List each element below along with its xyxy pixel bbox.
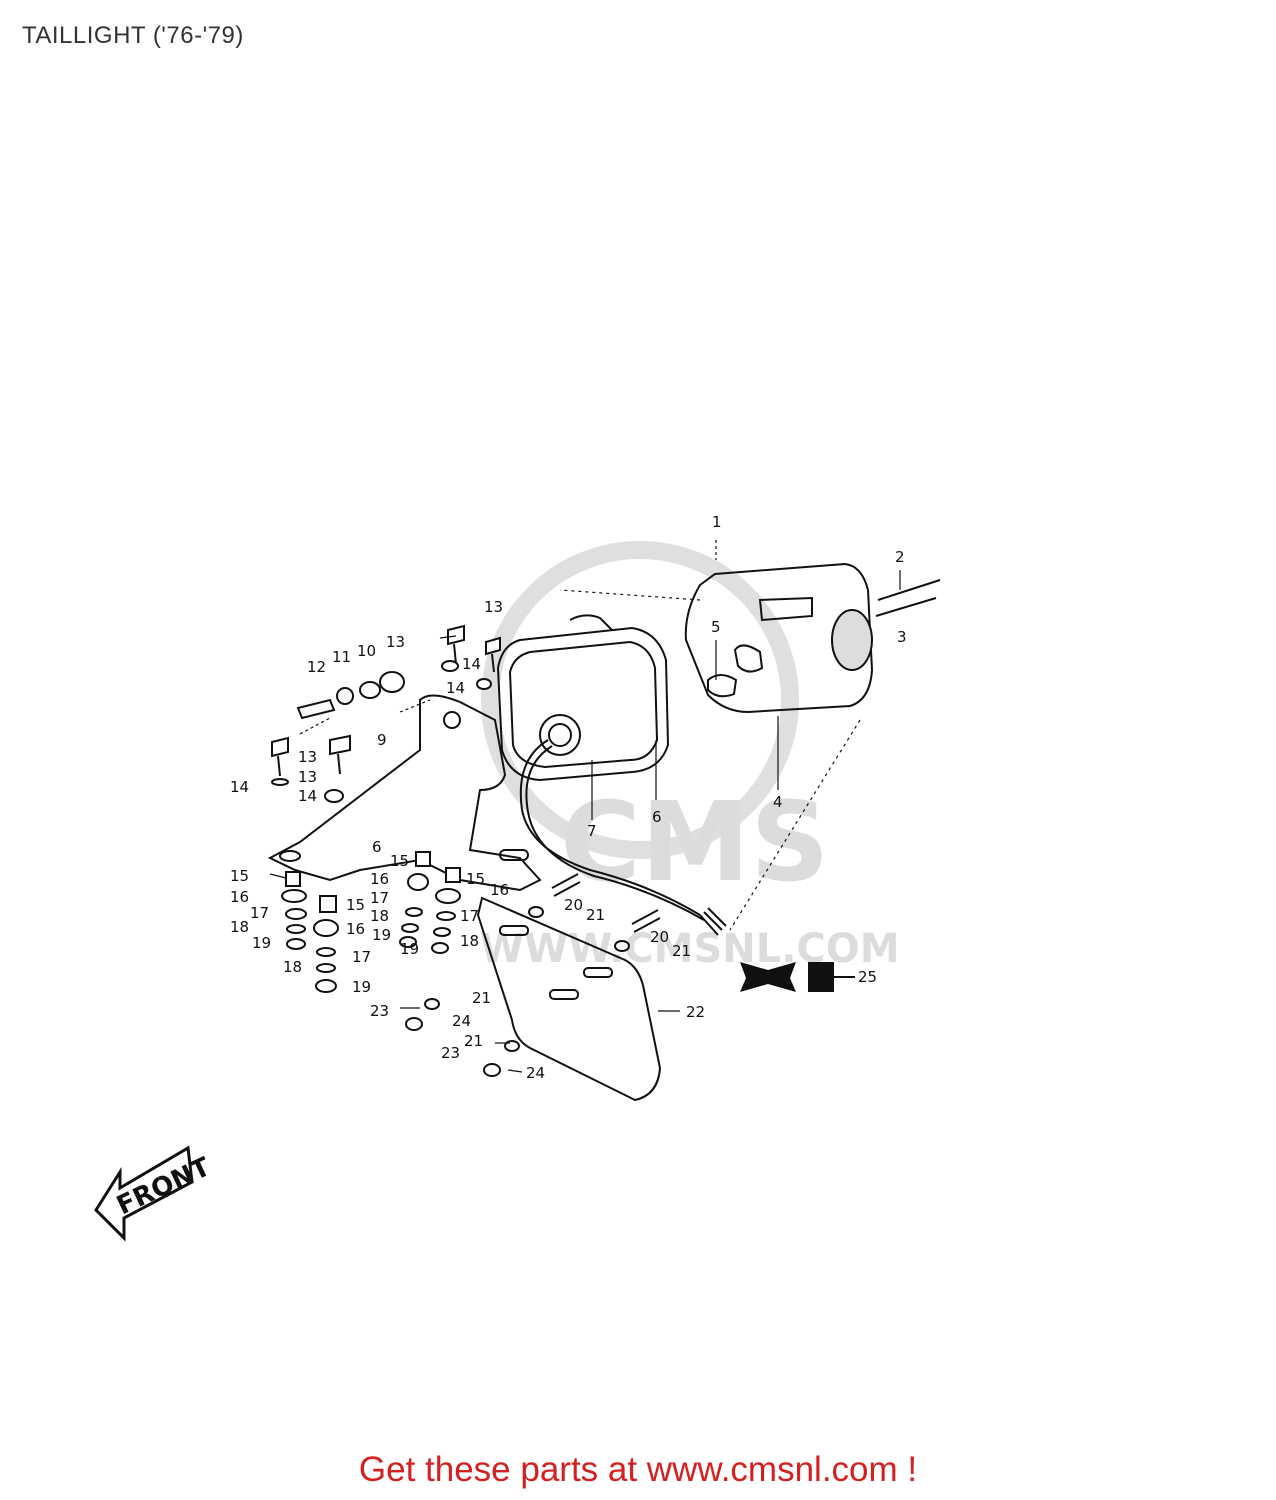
part-label: 6 [652, 808, 662, 826]
part-label: 19 [400, 940, 419, 958]
part-label: 12 [307, 658, 326, 676]
part-label: 19 [352, 978, 371, 996]
part-label: 16 [370, 870, 389, 888]
hardware-parts [271, 579, 941, 1077]
part-label: 7 [587, 822, 597, 840]
part-label: 15 [390, 852, 409, 870]
watermark-brand: CMS [560, 778, 829, 906]
part-label: 14 [462, 655, 481, 673]
part-label: 15 [230, 867, 249, 885]
lens-frame [496, 614, 670, 782]
part-label: 6 [372, 838, 382, 856]
part-label: 22 [686, 1003, 705, 1021]
part-25-symbol [740, 962, 855, 992]
part-label: 9 [377, 731, 387, 749]
mounting-bracket [267, 694, 542, 892]
part-label: 1 [712, 513, 722, 531]
part-label: 20 [564, 896, 583, 914]
part-label: 13 [484, 598, 503, 616]
part-labels: 1 2 3 4 5 6 7 6 9 10 11 12 13 13 13 13 1… [230, 513, 907, 1082]
part-label: 19 [372, 926, 391, 944]
part-label: 21 [672, 942, 691, 960]
part-label: 17 [250, 904, 269, 922]
part-label: 16 [346, 920, 365, 938]
part-label: 25 [858, 968, 877, 986]
part-label: 21 [586, 906, 605, 924]
part-label: 18 [230, 918, 249, 936]
part-label: 18 [460, 932, 479, 950]
part-label: 16 [490, 881, 509, 899]
diagram-title: TAILLIGHT ('76-'79) [22, 22, 244, 49]
part-label: 17 [460, 907, 479, 925]
part-label: 3 [897, 628, 907, 646]
part-label: 17 [370, 889, 389, 907]
part-label: 23 [441, 1044, 460, 1062]
part-label: 5 [711, 618, 721, 636]
part-label: 11 [332, 648, 351, 666]
part-label: 14 [230, 778, 249, 796]
part-label: 18 [370, 907, 389, 925]
part-label: 21 [464, 1032, 483, 1050]
part-label: 13 [298, 748, 317, 766]
part-label: 17 [352, 948, 371, 966]
part-label: 19 [252, 934, 271, 952]
part-label: 13 [386, 633, 405, 651]
part-label: 13 [298, 768, 317, 786]
part-label: 14 [298, 787, 317, 805]
part-label: 18 [283, 958, 302, 976]
wiring-harness [519, 739, 727, 936]
part-label: 20 [650, 928, 669, 946]
part-label: 2 [895, 548, 905, 566]
part-label: 23 [370, 1002, 389, 1020]
part-label: 10 [357, 642, 376, 660]
license-plate-holder [476, 896, 662, 1102]
part-label: 15 [466, 870, 485, 888]
part-label: 14 [446, 679, 465, 697]
footer-promo: Get these parts at www.cmsnl.com ! [358, 1450, 918, 1489]
part-label: 15 [346, 896, 365, 914]
front-direction-arrow: FRONT [94, 1145, 215, 1242]
leader-lines [269, 540, 901, 1073]
part-label: 4 [773, 793, 783, 811]
part-label: 24 [452, 1012, 471, 1030]
part-label: 21 [472, 989, 491, 1007]
part-label: 24 [526, 1064, 545, 1082]
part-label: 16 [230, 888, 249, 906]
